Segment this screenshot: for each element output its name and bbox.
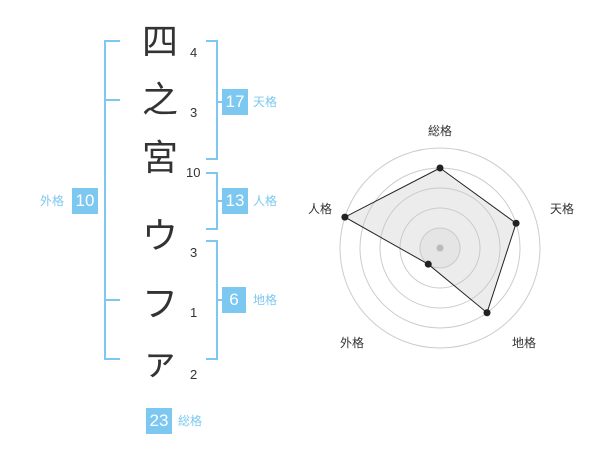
chikaku-bracket	[206, 240, 218, 360]
gaikaku-bracket-tick	[104, 99, 120, 101]
name-char-3: 宮	[141, 138, 178, 179]
jinkaku-value: 13	[222, 188, 248, 214]
radar-point	[512, 219, 520, 227]
radar-point	[424, 260, 432, 268]
chikaku-value: 6	[222, 287, 246, 313]
tenkaku-connector	[218, 101, 222, 103]
chikaku-connector	[218, 299, 222, 301]
stroke-count-3: 10	[186, 165, 201, 180]
radar-label-jinkaku: 人格	[307, 202, 332, 216]
jinkaku-bracket	[206, 172, 218, 230]
tenkaku-value: 17	[222, 89, 248, 115]
stroke-count-2: 3	[190, 105, 198, 120]
jinkaku-label: 人格	[253, 194, 278, 208]
chikaku-label: 地格	[253, 293, 278, 307]
soukaku-value: 23	[146, 408, 172, 434]
radar-point	[436, 164, 444, 172]
radar-label-chikaku: 地格	[511, 336, 536, 350]
radar-center-dot	[436, 244, 444, 252]
radar-point	[483, 309, 491, 317]
name-char-2: 之	[141, 80, 178, 121]
radar-point	[341, 213, 349, 221]
radar-ring	[339, 147, 541, 349]
tenkaku-label: 天格	[253, 95, 278, 109]
radar-ring	[379, 187, 501, 309]
stroke-count-1: 4	[190, 45, 198, 60]
gaikaku-bracket-tick	[104, 299, 120, 301]
gaikaku-value: 10	[72, 188, 98, 214]
stroke-count-5: 1	[190, 305, 198, 320]
tenkaku-bracket	[206, 40, 218, 160]
name-char-1: 四	[141, 22, 178, 63]
name-char-6: ァ	[141, 342, 178, 383]
soukaku-label: 総格	[178, 414, 203, 428]
name-char-4: ウ	[141, 216, 178, 257]
radar-label-gaikaku: 外格	[339, 336, 364, 350]
stroke-count-4: 3	[190, 245, 198, 260]
gaikaku-bracket	[104, 40, 120, 360]
name-char-5: フ	[141, 284, 178, 325]
radar-label-tenkaku: 天格	[549, 202, 574, 216]
radar-polygon	[343, 167, 517, 314]
radar-label-soukaku: 総格	[427, 124, 452, 138]
jinkaku-connector	[218, 200, 222, 202]
gaikaku-label: 外格	[40, 194, 65, 208]
stroke-count-6: 2	[190, 367, 198, 382]
